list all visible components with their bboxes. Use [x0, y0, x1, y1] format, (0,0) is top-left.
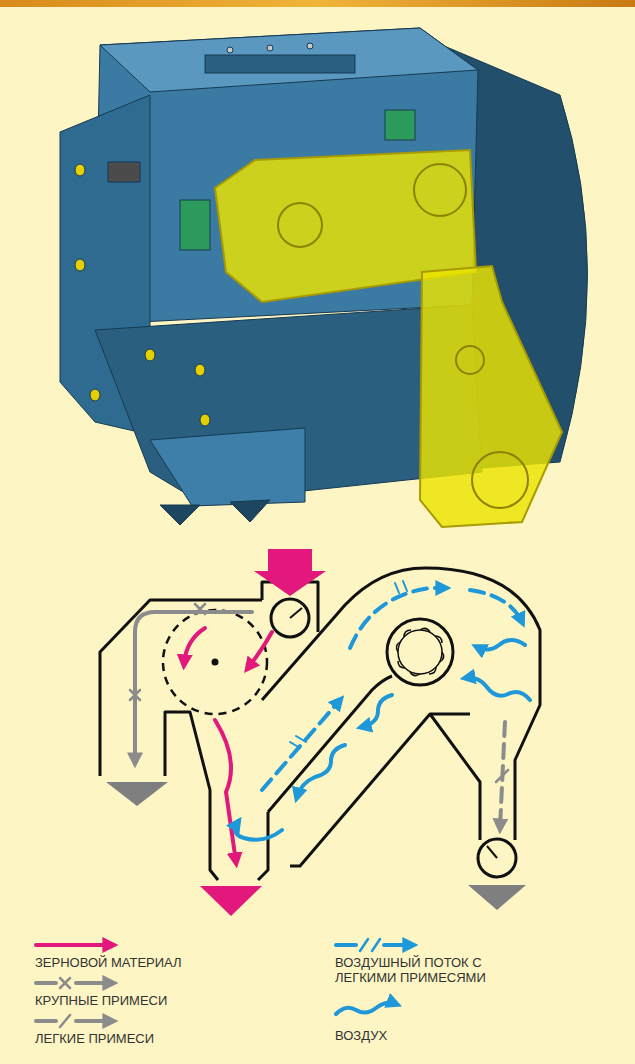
outlet-triangles [106, 549, 526, 916]
top-strip [0, 0, 635, 7]
legend-text: ЛЕГКИЕ ПРИМЕСИ [35, 1031, 295, 1046]
machine-schematic [100, 568, 540, 880]
flow-arrows [130, 581, 530, 862]
legend-text: ВОЗДУХ [335, 1028, 595, 1043]
legend-text: КРУПНЫЕ ПРИМЕСИ [35, 993, 295, 1008]
yellow-guard [215, 150, 562, 527]
legend-text: ЗЕРНОВОЙ МАТЕРИАЛ [35, 955, 295, 970]
legend-text: ВОЗДУШНЫЙ ПОТОК С ЛЕГКИМИ ПРИМЕСЯМИ [335, 955, 520, 985]
